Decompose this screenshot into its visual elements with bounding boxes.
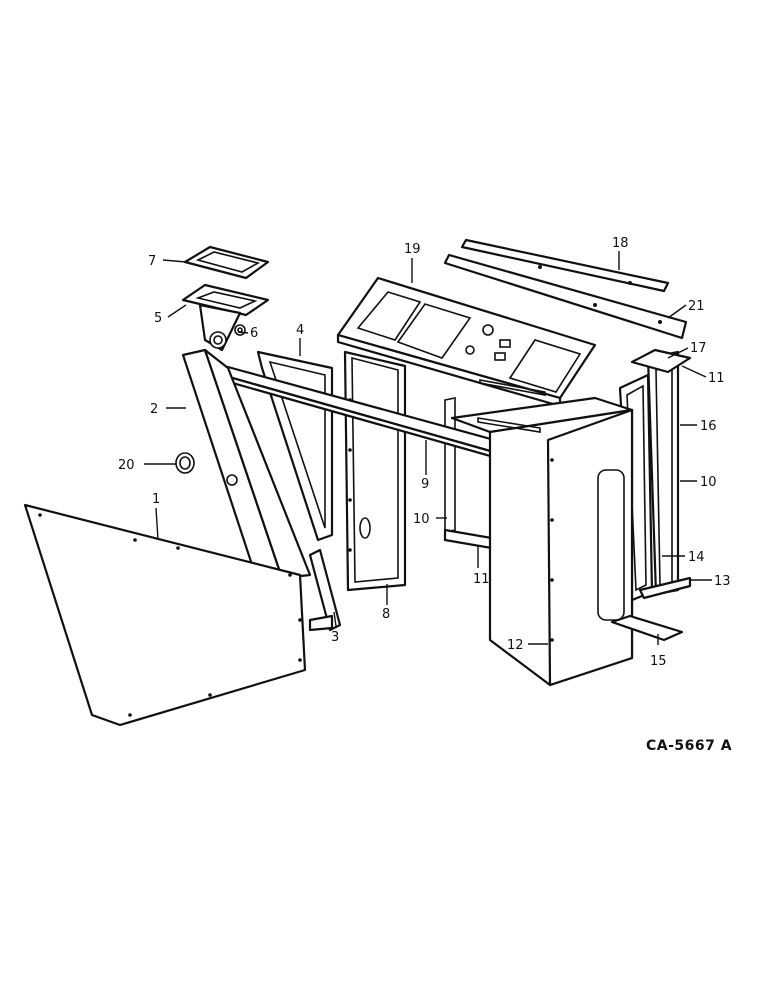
part-19-instrument-console xyxy=(336,276,597,408)
callout-4: 4 xyxy=(296,323,304,338)
part-17-ledge xyxy=(630,348,692,374)
callout-8: 8 xyxy=(382,607,390,622)
callout-5: 5 xyxy=(154,311,162,326)
part-21-rear-rail xyxy=(443,253,688,340)
part-16-rear-right-frame xyxy=(646,350,680,596)
callout-labels: 7 5 6 4 2 20 1 3 8 9 10 11 12 19 18 21 1… xyxy=(118,236,731,669)
callout-16: 16 xyxy=(700,419,717,434)
part-12-right-side-panel xyxy=(450,396,634,687)
callout-3: 3 xyxy=(331,630,339,645)
drawing-reference-code: CA-5667 A xyxy=(646,738,732,754)
callout-9: 9 xyxy=(421,477,429,492)
callout-11-upper: 11 xyxy=(708,371,725,386)
callout-7: 7 xyxy=(148,254,156,269)
part-2-angled-frame xyxy=(181,348,312,585)
callout-18: 18 xyxy=(612,236,629,251)
part-18-top-trim xyxy=(460,238,670,293)
callout-13: 13 xyxy=(714,574,731,589)
callout-17: 17 xyxy=(690,341,707,356)
part-15-bottom-rail xyxy=(610,614,684,642)
callout-10-left: 10 xyxy=(413,512,430,527)
part-1-large-side-panel xyxy=(23,503,307,727)
part-8-left-upright xyxy=(343,350,407,592)
callout-14: 14 xyxy=(688,550,705,565)
callout-15: 15 xyxy=(650,654,667,669)
callout-20: 20 xyxy=(118,458,135,473)
callout-2: 2 xyxy=(150,402,158,417)
part-3-bracket xyxy=(308,548,342,632)
leader-lines xyxy=(144,251,712,645)
callout-1: 1 xyxy=(152,492,160,507)
part-7-top-plate xyxy=(183,245,270,280)
callout-10-right: 10 xyxy=(700,475,717,490)
callout-21: 21 xyxy=(688,299,705,314)
callout-11-lower: 11 xyxy=(473,572,490,587)
callout-12: 12 xyxy=(507,638,524,653)
callout-19: 19 xyxy=(404,242,421,257)
callout-6: 6 xyxy=(250,326,258,341)
part-20-round-grommet xyxy=(175,452,195,474)
